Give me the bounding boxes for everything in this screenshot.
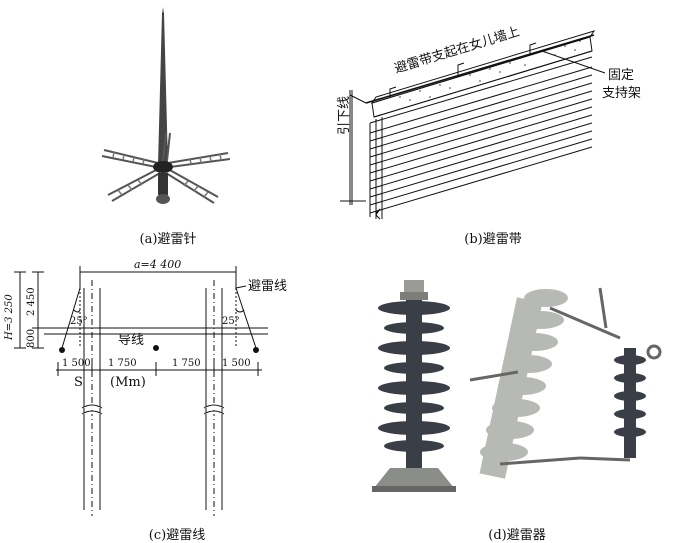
height-upper: 2 450 (26, 287, 37, 316)
panel-lightning-belt: 避雷带支起在女儿墙上 固定 支持架 引下线 (330, 5, 660, 230)
height-total: H=3 250 (4, 294, 15, 341)
surge-arrester-illustration (372, 280, 662, 492)
span-label: a=4 400 (134, 258, 181, 271)
conductor-label: 导线 (118, 333, 144, 348)
dim-4: 1 500 (222, 358, 251, 369)
caption-b: (b)避雷带 (464, 232, 522, 247)
label-mm: (Mm) (110, 375, 146, 390)
label-s: S (74, 375, 83, 390)
ground-wire-label: 避雷线 (248, 279, 287, 294)
panel-ground-wire: a=4 400 避雷线 导线 25° 25° H=3 250 2 450 800… (0, 258, 330, 520)
lightning-rod-illustration (101, 7, 231, 204)
caption-c: (c)避雷线 (148, 528, 206, 543)
height-lower: 800 (26, 329, 37, 348)
panel-lightning-rod (90, 5, 240, 227)
support-label-1: 固定 (608, 68, 634, 83)
down-conductor-label: 引下线 (337, 96, 352, 135)
support-label-2: 支持架 (602, 86, 641, 101)
caption-d: (d)避雷器 (488, 528, 546, 543)
dim-1: 1 500 (62, 358, 91, 369)
angle-left: 25° (70, 316, 88, 327)
angle-right: 25° (222, 316, 240, 327)
dim-2: 1 750 (108, 358, 137, 369)
caption-a: (a)避雷针 (139, 232, 197, 247)
lightning-belt-illustration: 避雷带支起在女儿墙上 固定 支持架 引下线 (337, 24, 641, 220)
ground-wire-diagram: a=4 400 避雷线 导线 25° 25° H=3 250 2 450 800… (4, 258, 287, 516)
panel-surge-arrester (350, 268, 678, 503)
dim-3: 1 750 (172, 358, 201, 369)
